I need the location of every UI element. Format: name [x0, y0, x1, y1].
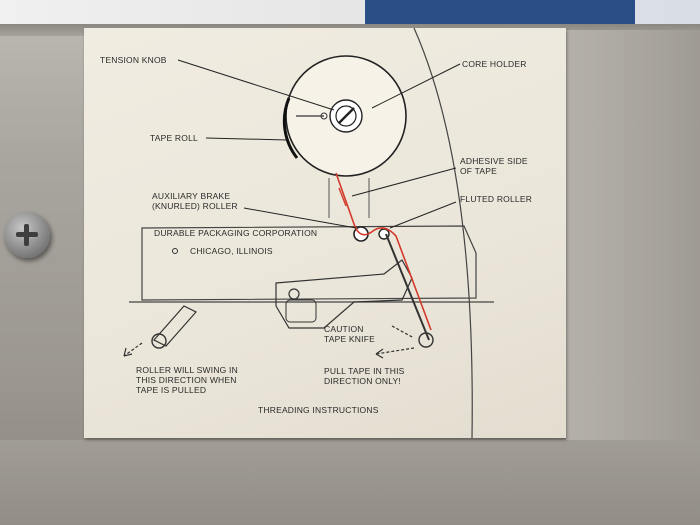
- pull-arrowhead: [375, 348, 384, 359]
- label-core-holder: CORE HOLDER: [462, 59, 527, 69]
- tape-path: [335, 172, 432, 331]
- fluted-roller-leader: [389, 201, 457, 229]
- label-pull-tape: PULL TAPE IN THIS DIRECTION ONLY!: [324, 366, 405, 386]
- knob-slot: [338, 107, 355, 124]
- bolt-icon: [4, 212, 50, 258]
- instruction-plate: TENSION KNOB CORE HOLDER TAPE ROLL ADHES…: [84, 28, 566, 438]
- cutter-pivot: [288, 288, 300, 300]
- label-adhesive-side: ADHESIVE SIDE OF TAPE: [460, 156, 528, 176]
- adhesive-leader: [351, 167, 457, 197]
- tape-roll-shadow: [282, 97, 299, 159]
- label-tape-roll: TAPE ROLL: [150, 133, 198, 143]
- label-threading: THREADING INSTRUCTIONS: [258, 405, 379, 415]
- dispenser-frame: [141, 225, 477, 301]
- frame-rivet: [172, 248, 178, 254]
- blue-panel: [365, 0, 635, 24]
- label-tension-knob: TENSION KNOB: [100, 55, 167, 65]
- aux-brake-leader: [243, 207, 357, 229]
- label-auxiliary-brake: AUXILIARY BRAKE (KNURLED) ROLLER: [152, 191, 238, 211]
- label-caution: CAUTION TAPE KNIFE: [324, 324, 375, 344]
- arm-pivot: [320, 112, 328, 120]
- cutter-slot: [285, 299, 317, 323]
- end-roller: [418, 332, 434, 348]
- knife-arm: [385, 233, 430, 341]
- plate-crease-line: [413, 28, 473, 438]
- tension-knob-leader: [177, 59, 335, 111]
- label-location: CHICAGO, ILLINOIS: [190, 246, 273, 256]
- core-holder-leader: [371, 63, 461, 109]
- swing-direction-arrow: [123, 342, 143, 357]
- swing-arm: [153, 305, 197, 347]
- label-company: DURABLE PACKAGING CORPORATION: [154, 228, 318, 238]
- label-roller-swing: ROLLER WILL SWING IN THIS DIRECTION WHEN…: [136, 365, 238, 395]
- label-fluted-roller: FLUTED ROLLER: [460, 194, 533, 204]
- adhesive-marker: [338, 187, 347, 207]
- machine-lower-panel: [0, 440, 700, 525]
- threading-diagram: [123, 28, 494, 438]
- swing-roller: [151, 333, 167, 349]
- cutter-arm: [275, 259, 413, 329]
- tape-roll-leader: [205, 137, 288, 141]
- knife-direction-arrow: [391, 325, 415, 339]
- swing-arrowhead: [123, 347, 133, 357]
- pull-direction-arrow: [375, 347, 415, 355]
